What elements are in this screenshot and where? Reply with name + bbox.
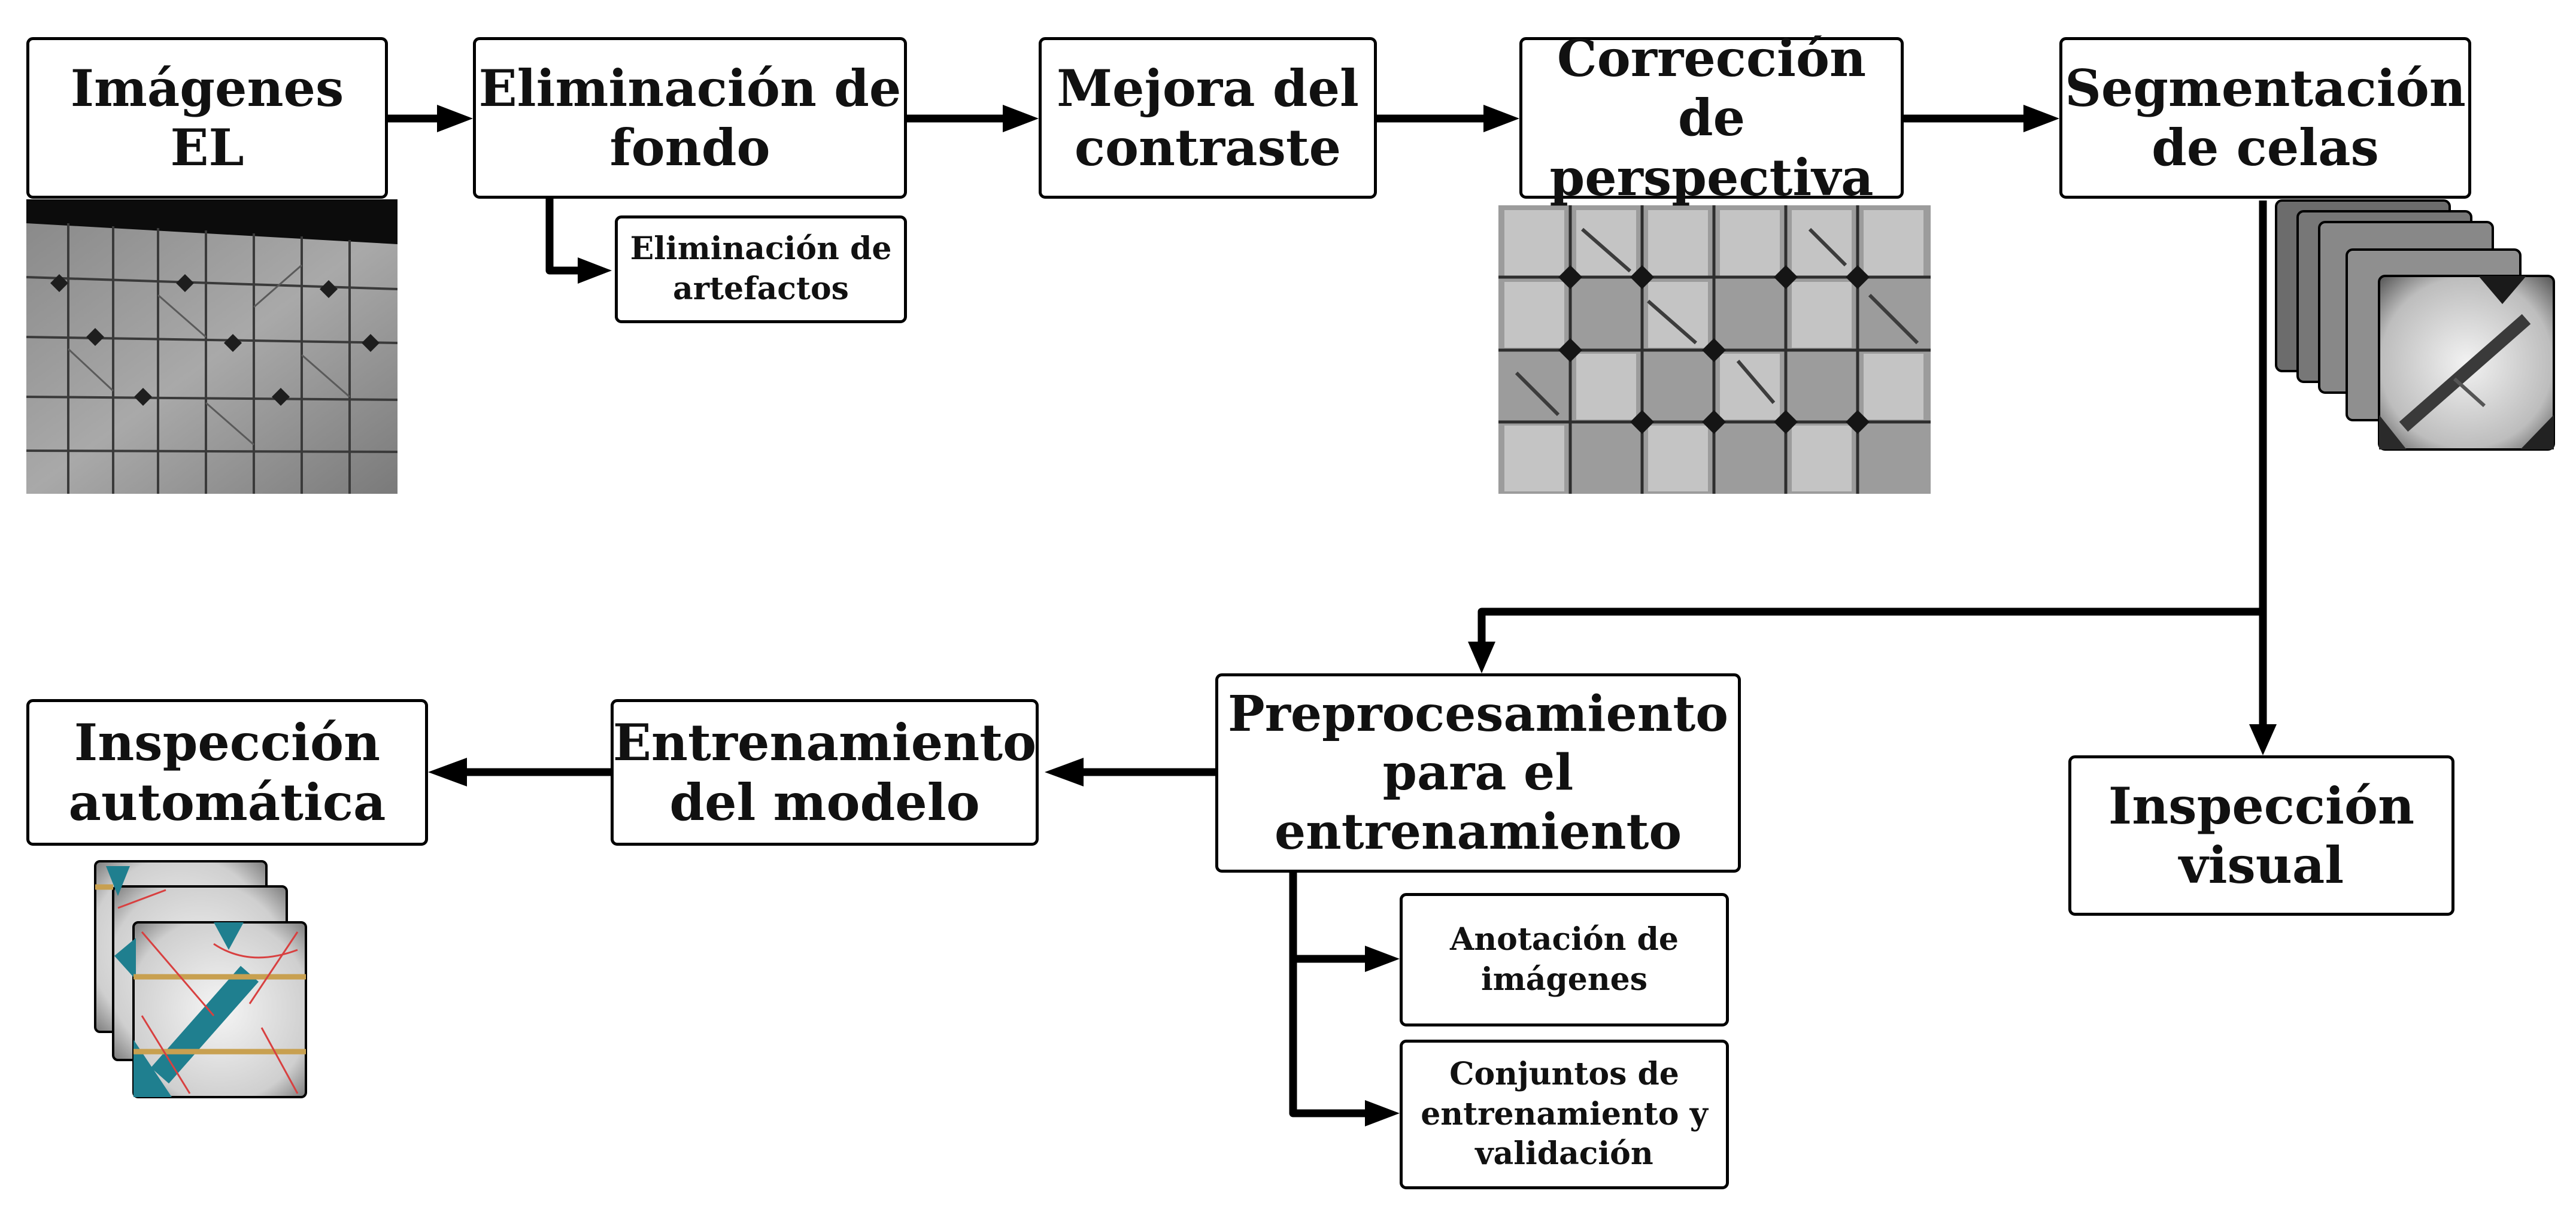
node-segmentation-label: Segmentación de celas (2065, 58, 2466, 177)
node-background-removal: Eliminación de fondo (473, 37, 907, 199)
node-datasets-label: Conjuntos de entrenamiento y validación (1421, 1056, 1708, 1173)
cell-image-stack (2275, 199, 2555, 451)
node-preprocessing-label: Preprocesamiento para el entrenamiento (1228, 685, 1728, 861)
node-el-images: Imágenes EL (26, 37, 388, 199)
node-training-label: Entrenamiento del modelo (612, 713, 1037, 832)
node-artifact-removal-label: Eliminación de artefactos (630, 230, 892, 307)
node-el-images-label: Imágenes EL (70, 58, 344, 177)
node-contrast-label: Mejora del contraste (1057, 58, 1359, 177)
node-annotation-label: Anotación de imágenes (1449, 921, 1679, 998)
node-training: Entrenamiento del modelo (611, 699, 1039, 846)
node-automatic-inspection-label: Inspección automática (68, 713, 386, 832)
raw-el-image (26, 199, 398, 494)
node-segmentation: Segmentación de celas (2059, 37, 2471, 199)
node-artifact-removal: Eliminación de artefactos (615, 215, 907, 323)
node-perspective: Corrección de perspectiva (1519, 29, 1904, 207)
annotated-cell-stack (94, 860, 307, 1098)
corrected-el-image (1498, 205, 1931, 494)
node-preprocessing: Preprocesamiento para el entrenamiento (1215, 673, 1741, 873)
node-visual-inspection-label: Inspección visual (2108, 776, 2415, 895)
node-automatic-inspection: Inspección automática (26, 699, 428, 846)
node-contrast: Mejora del contraste (1039, 37, 1377, 199)
node-annotation: Anotación de imágenes (1400, 893, 1729, 1026)
node-perspective-label: Corrección de perspectiva (1549, 29, 1874, 207)
node-visual-inspection: Inspección visual (2068, 755, 2454, 916)
node-background-removal-label: Eliminación de fondo (478, 58, 902, 177)
node-datasets: Conjuntos de entrenamiento y validación (1400, 1040, 1729, 1189)
